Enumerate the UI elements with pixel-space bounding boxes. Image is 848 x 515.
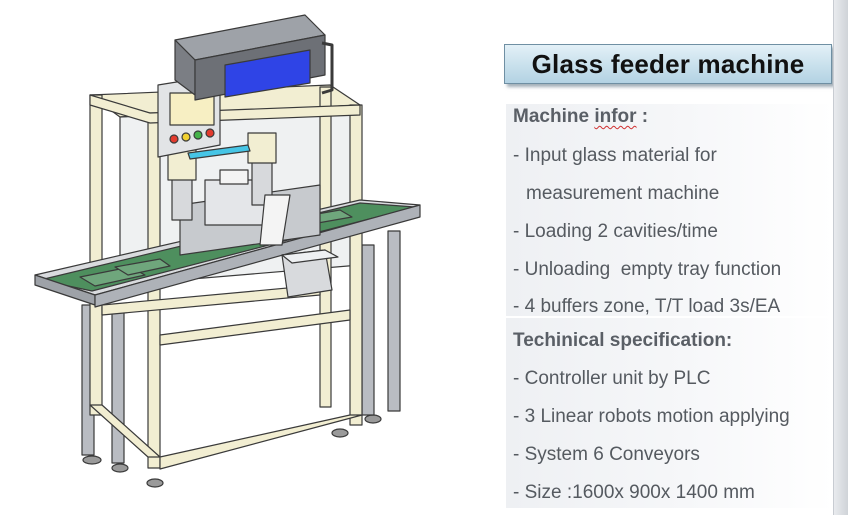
machine-info-heading-suffix: : bbox=[636, 106, 649, 127]
machine-info-heading-word: infor bbox=[594, 106, 637, 127]
tech-spec-item-2: - 3 Linear robots motion applying bbox=[513, 406, 790, 427]
machine-info-panel bbox=[506, 104, 834, 316]
title-banner: Glass feeder machine bbox=[504, 44, 832, 84]
tech-spec-panel bbox=[506, 318, 834, 508]
machine-info-heading: Machine infor : bbox=[513, 106, 648, 128]
machine-info-item-3: - Unloading empty tray function bbox=[513, 259, 782, 280]
tech-spec-item-1: - Controller unit by PLC bbox=[513, 368, 711, 389]
slide-title: Glass feeder machine bbox=[531, 48, 805, 79]
machine-drawing-icon bbox=[34, 14, 421, 488]
machine-info-heading-prefix: Machine bbox=[513, 106, 595, 127]
machine-info-item-1-cont: measurement machine bbox=[526, 183, 720, 204]
tech-spec-heading: Techinical specification: bbox=[513, 330, 733, 351]
tech-spec-item-4: - Size :1600x 900x 1400 mm bbox=[513, 482, 755, 503]
machine-info-item-4: - 4 buffers zone, T/T load 3s/EA bbox=[513, 296, 781, 317]
slide-edge bbox=[833, 0, 848, 515]
tech-spec-item-3: - System 6 Conveyors bbox=[513, 444, 700, 465]
machine-info-item-1: - Input glass material for bbox=[513, 145, 717, 166]
machine-info-item-2: - Loading 2 cavities/time bbox=[513, 221, 718, 242]
